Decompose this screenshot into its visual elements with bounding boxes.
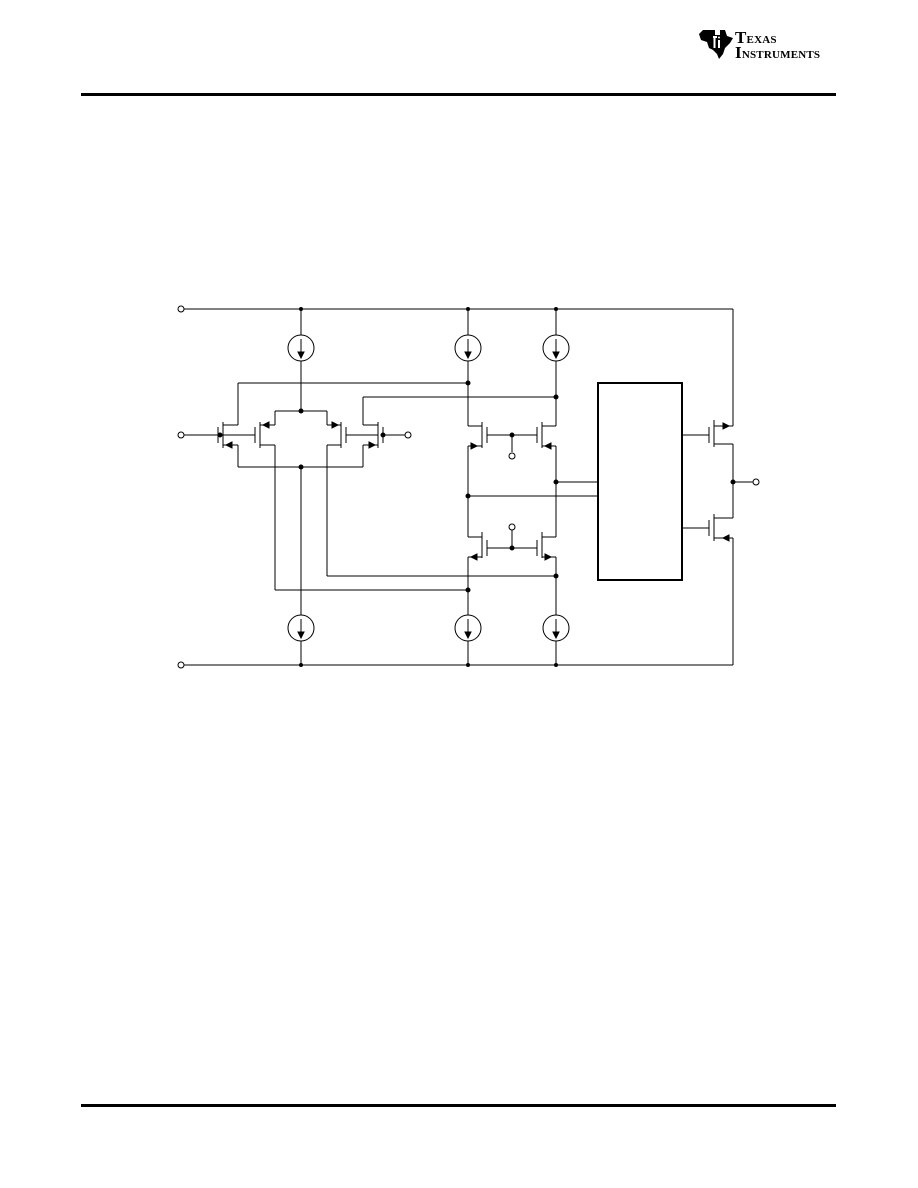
rail-junctions	[299, 307, 558, 667]
ti-state-logo-icon	[699, 30, 733, 59]
vdd-terminal	[177, 305, 185, 313]
header-rule	[81, 93, 836, 96]
company-logo	[697, 26, 842, 62]
logo-line-2: Instruments	[735, 43, 821, 62]
bias-terminal-2	[508, 523, 516, 531]
footer-rule	[81, 1104, 836, 1107]
cascode-stage	[465, 380, 598, 593]
vss-terminal	[177, 661, 185, 669]
output-terminal	[752, 478, 760, 486]
bottom-current-sources	[287, 467, 570, 665]
logo-line-1: Texas	[735, 28, 777, 47]
output-stage	[682, 420, 760, 542]
in-minus-terminal	[177, 431, 185, 439]
in-plus-terminal	[404, 431, 412, 439]
control-block	[597, 382, 683, 581]
bias-terminal-1	[508, 452, 516, 460]
top-current-sources	[287, 309, 570, 426]
supply-rails	[177, 305, 734, 669]
input-stage	[177, 382, 556, 591]
